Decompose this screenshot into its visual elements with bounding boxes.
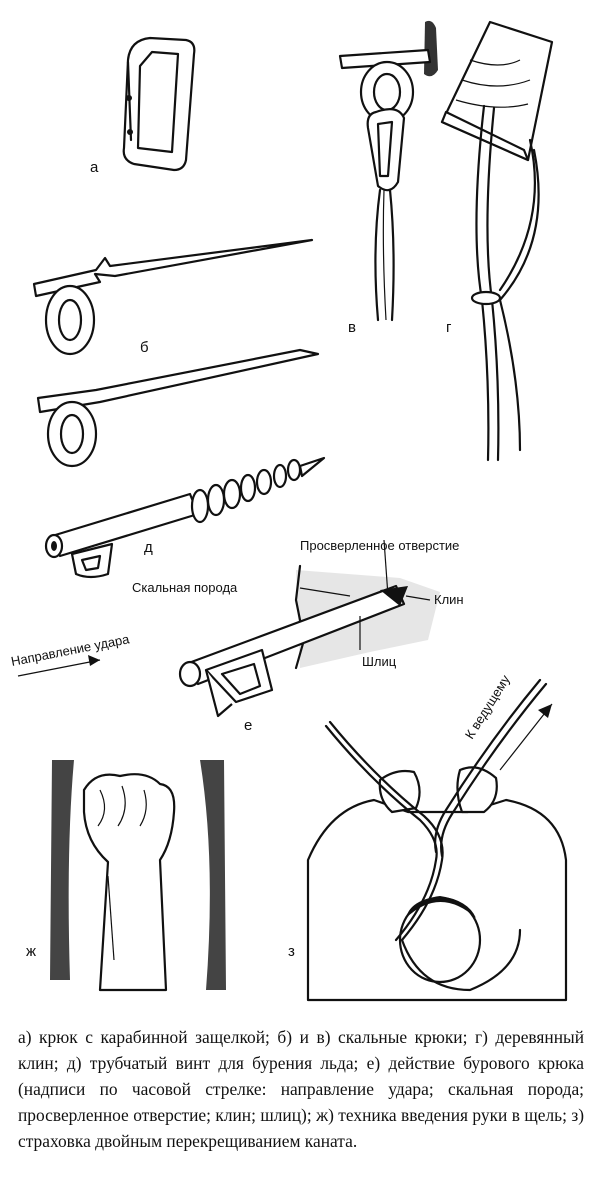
- drill-piton-e-drawing: [17, 539, 440, 718]
- climbing-equipment-figure: а б в г: [10, 20, 568, 1002]
- annotation-slot: Шлиц: [362, 654, 397, 669]
- label-zh: ж: [26, 943, 36, 960]
- label-b: б: [140, 339, 149, 356]
- rock-piton-drawing: [36, 348, 320, 468]
- double-rope-belay-z-drawing: [306, 678, 568, 1002]
- label-v: в: [348, 319, 356, 336]
- annotation-rock: Скальная порода: [132, 580, 238, 595]
- wooden-wedge-g-drawing: [440, 20, 554, 462]
- hand-jam-zh-drawing: [50, 760, 226, 992]
- label-a: а: [90, 159, 99, 176]
- label-z: з: [288, 943, 295, 960]
- label-g: г: [446, 319, 452, 336]
- annotation-wedge: Клин: [434, 592, 464, 607]
- annotation-impact-direction: Направление удара: [10, 631, 132, 669]
- rock-piton-b-drawing: [32, 238, 314, 356]
- wall-piton-v-drawing: [338, 20, 438, 322]
- label-e: е: [244, 717, 252, 734]
- label-d: д: [144, 539, 153, 556]
- annotation-drilled-hole: Просверленное отверстие: [300, 538, 459, 553]
- carabiner-hook-drawing: [122, 36, 196, 172]
- figure-caption: а) крюк с карабинной защелкой; б) и в) с…: [18, 1027, 584, 1151]
- tubular-ice-screw-d-drawing: [44, 456, 326, 579]
- annotation-to-leader: К ведущему: [462, 672, 513, 742]
